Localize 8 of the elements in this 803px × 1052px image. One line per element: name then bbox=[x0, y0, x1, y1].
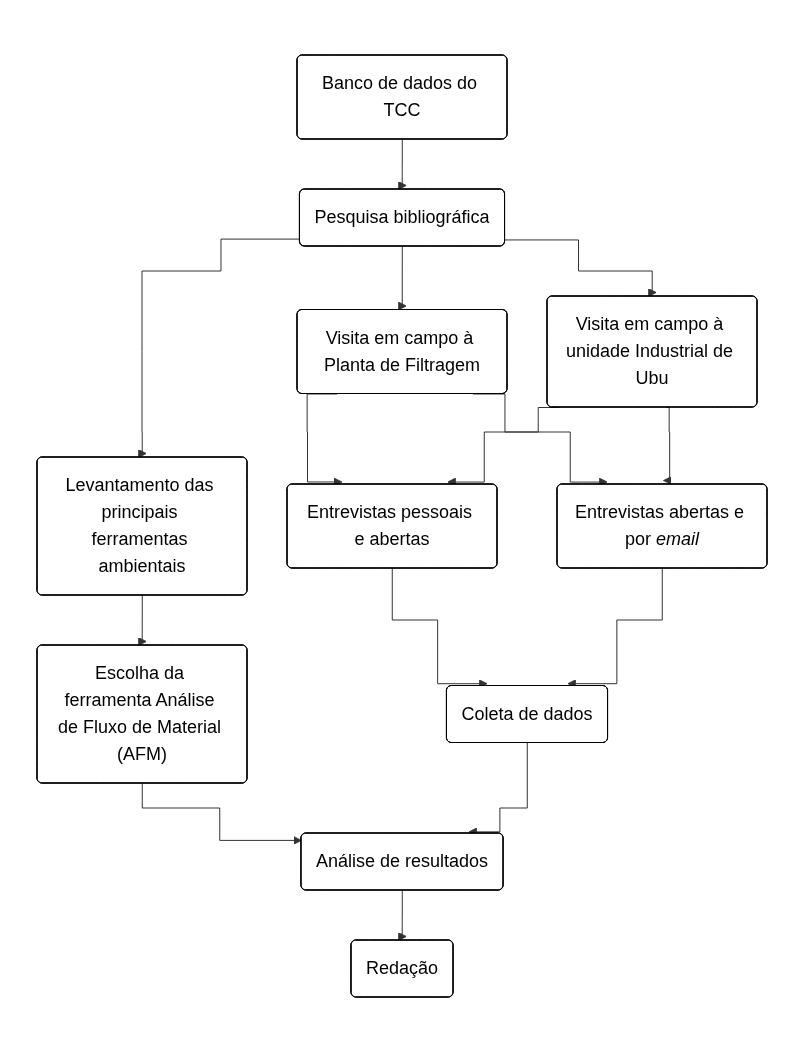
arrow bbox=[137, 238, 300, 458]
arrow bbox=[397, 890, 407, 941]
arrow bbox=[504, 239, 657, 297]
arrow bbox=[137, 595, 147, 646]
arrow bbox=[397, 246, 407, 311]
arrow bbox=[397, 139, 407, 190]
arrow bbox=[662, 407, 672, 485]
arrow bbox=[141, 783, 302, 845]
